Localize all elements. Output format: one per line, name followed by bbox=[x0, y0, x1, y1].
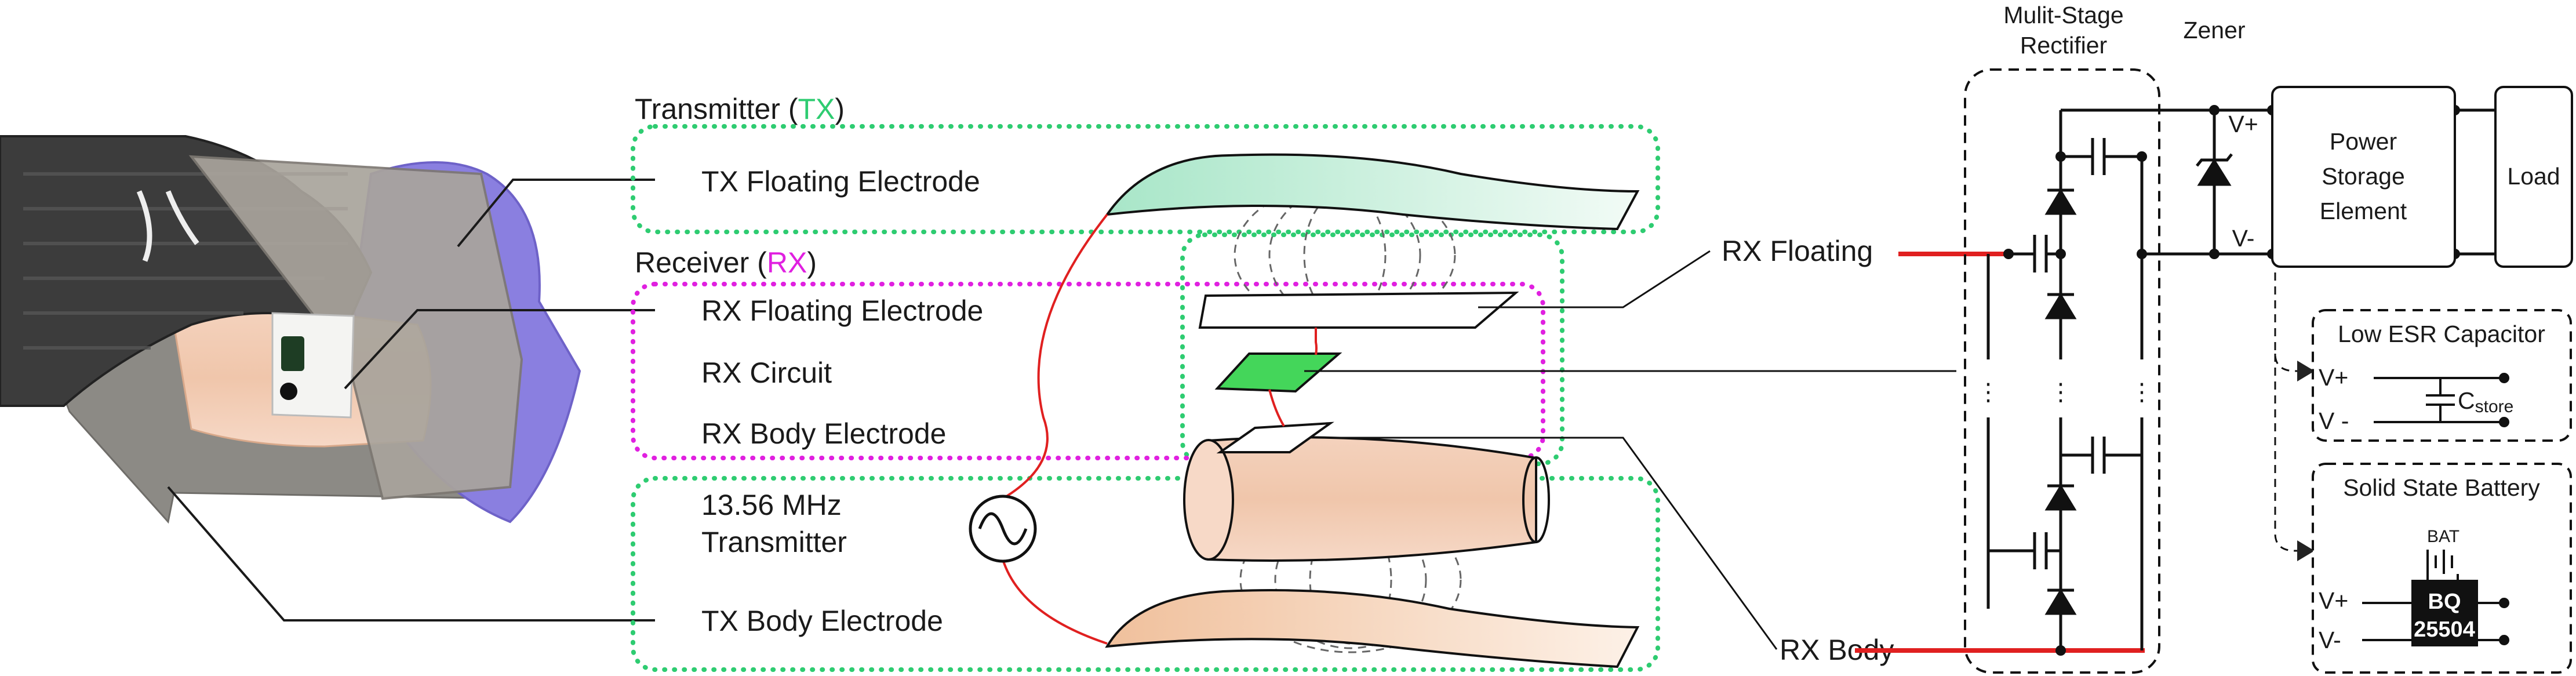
callout-rx-floating bbox=[344, 309, 655, 390]
label-rx-floating: RX Floating bbox=[1722, 235, 1873, 267]
ellipsis-left: ⋮ bbox=[1977, 379, 2000, 405]
label-vplus: V+ bbox=[2228, 111, 2258, 137]
label-rectifier-line2: Rectifier bbox=[2020, 32, 2107, 59]
power-storage-element-box bbox=[2271, 86, 2456, 268]
callout-tx-body bbox=[167, 486, 655, 622]
label-tx-body-electrode: TX Body Electrode bbox=[701, 605, 943, 637]
transmitter-title: Transmitter (TX) bbox=[635, 93, 845, 125]
bq25504-chip bbox=[2411, 580, 2478, 646]
solid-state-battery-box bbox=[2312, 463, 2572, 674]
label-rectifier-line1: Mulit-Stage bbox=[2003, 2, 2123, 28]
label-storage-line3: Element bbox=[2320, 198, 2407, 224]
ellipsis-mid: ⋮ bbox=[2049, 379, 2073, 405]
battery-vminus: V- bbox=[2319, 627, 2341, 653]
rx-floating-electrode bbox=[1198, 291, 1519, 329]
receiver-title: Receiver (RX) bbox=[635, 246, 817, 279]
battery-vplus: V+ bbox=[2319, 587, 2348, 614]
low-esr-vminus: V - bbox=[2319, 408, 2349, 434]
rx-body-electrode bbox=[1216, 421, 1334, 453]
label-vminus: V- bbox=[2232, 225, 2255, 252]
drawstring bbox=[165, 190, 199, 245]
ellipsis-right: ⋮ bbox=[2130, 379, 2154, 405]
link-rx-body bbox=[1327, 437, 1778, 650]
chip-line1: BQ bbox=[2428, 590, 2461, 614]
drawstring bbox=[136, 190, 152, 262]
label-transmitter: Transmitter bbox=[701, 526, 847, 558]
rectifier-diodes bbox=[2044, 188, 2077, 615]
label-zener: Zener bbox=[2183, 17, 2245, 43]
chip-line2: 25504 bbox=[2414, 617, 2475, 642]
rx-patch-circuit bbox=[281, 336, 304, 371]
label-rx-floating-electrode: RX Floating Electrode bbox=[701, 295, 983, 327]
tx-floating-group-box bbox=[631, 124, 1660, 234]
battery-symbol-icon bbox=[2426, 550, 2459, 580]
callout-tx-floating bbox=[457, 179, 655, 248]
label-rx-circuit: RX Circuit bbox=[701, 357, 832, 389]
arrow-to-battery bbox=[2274, 354, 2315, 561]
arm-cylinder-end-far bbox=[1522, 456, 1550, 543]
arm-cylinder-end bbox=[1183, 439, 1234, 561]
label-transmitter-freq: 13.56 MHz bbox=[701, 489, 842, 521]
tx-floating-electrode bbox=[1104, 153, 1640, 231]
low-esr-title: Low ESR Capacitor bbox=[2338, 321, 2545, 347]
label-storage-line1: Power bbox=[2330, 128, 2397, 155]
load-box bbox=[2494, 86, 2573, 268]
battery-title: Solid State Battery bbox=[2343, 474, 2540, 501]
low-esr-capacitor-box bbox=[2312, 309, 2572, 442]
arrow-to-capacitor bbox=[2274, 272, 2315, 381]
ac-source-icon bbox=[969, 495, 1037, 563]
label-storage-line2: Storage bbox=[2322, 163, 2405, 190]
arm-photo bbox=[0, 135, 581, 524]
tx-wire-top bbox=[1002, 213, 1108, 500]
label-load: Load bbox=[2507, 163, 2560, 190]
battery-pins bbox=[2362, 598, 2509, 645]
zener-diode-icon bbox=[2196, 110, 2233, 254]
tx-inner-group-box bbox=[1180, 232, 1564, 466]
tx-body-group-box bbox=[631, 476, 1660, 672]
low-esr-vplus: V+ bbox=[2319, 364, 2348, 391]
tx-wire-bottom bbox=[1002, 559, 1108, 645]
battery-bat-label: BAT bbox=[2427, 527, 2459, 546]
rx-patch-button bbox=[280, 383, 297, 400]
arm-cylinder bbox=[1207, 436, 1537, 562]
multi-stage-rectifier-box bbox=[1964, 68, 2160, 674]
rx-circuit-board bbox=[1214, 352, 1342, 393]
capacitor-icon bbox=[2374, 373, 2509, 427]
rx-wire-body bbox=[1268, 389, 1285, 427]
tx-body-electrode bbox=[1105, 589, 1640, 668]
label-tx-floating-electrode: TX Floating Electrode bbox=[701, 165, 980, 198]
cap-label: Cstore bbox=[2458, 387, 2513, 416]
label-rx-body-electrode: RX Body Electrode bbox=[701, 417, 946, 450]
link-rx-floating bbox=[1478, 250, 1711, 308]
